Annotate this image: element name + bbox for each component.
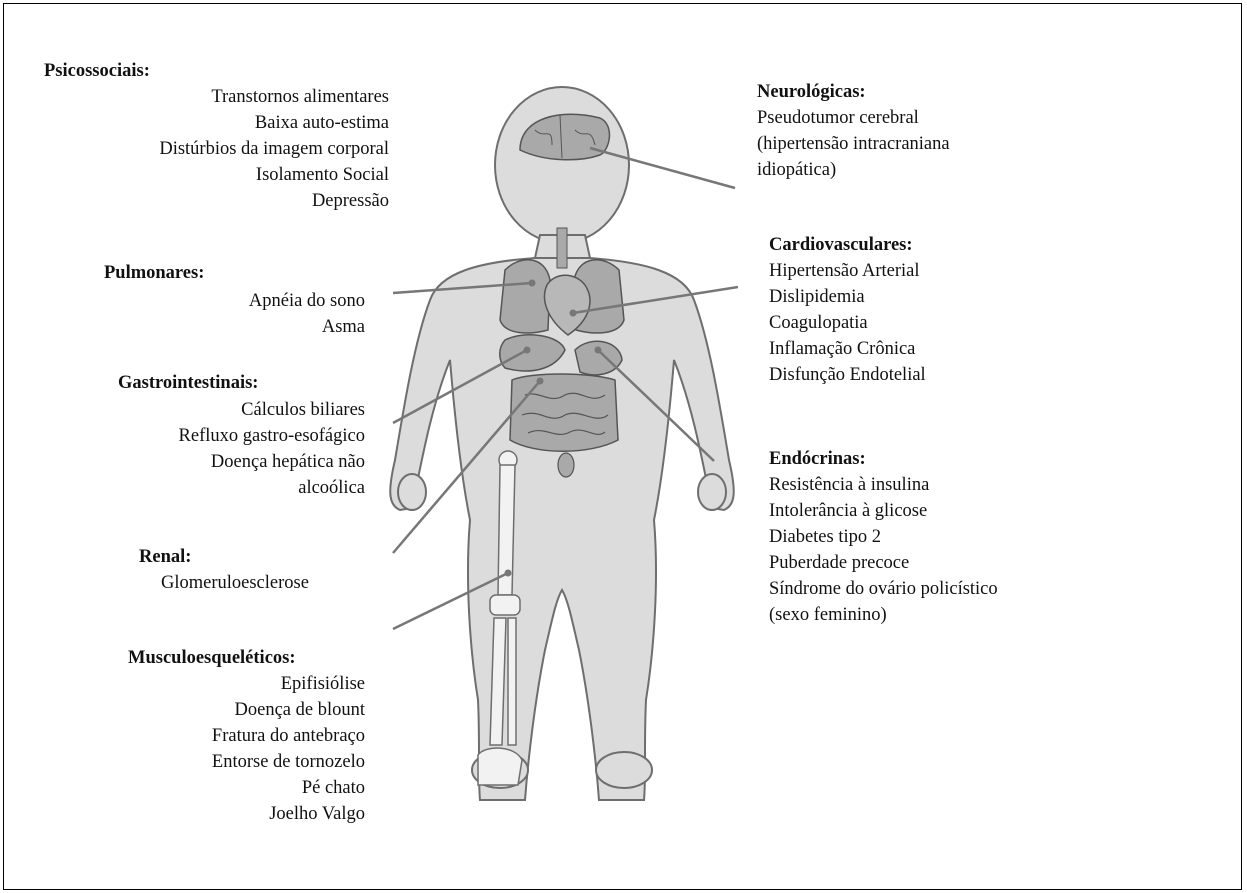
list-item: Asma [249,314,365,340]
list-item: Doença de blount [212,697,365,723]
group-endocrinas: Endócrinas: Resistência à insulina Intol… [769,446,998,628]
list-item: Síndrome do ovário policístico [769,576,998,602]
list-item: Diabetes tipo 2 [769,524,998,550]
list-item: Entorse de tornozelo [212,749,365,775]
list-item: Joelho Valgo [212,801,365,827]
group-neurologicas: Neurológicas: Pseudotumor cerebral (hipe… [757,79,950,183]
list-item: Depressão [159,188,389,214]
list-item: alcoólica [179,475,365,501]
list-item: idiopática) [757,157,950,183]
group-pulmonares: Pulmonares: [104,260,204,286]
list-item: Apnéia do sono [249,288,365,314]
group-title: Endócrinas: [769,446,998,472]
list-item: Fratura do antebraço [212,723,365,749]
list-item: Dislipidemia [769,284,926,310]
list-item: Puberdade precoce [769,550,998,576]
list-item: Cálculos biliares [179,397,365,423]
list-item: Glomeruloesclerose [161,570,309,596]
list-item: Intolerância à glicose [769,498,998,524]
list-item: Hipertensão Arterial [769,258,926,284]
list-item: Epifisiólise [212,671,365,697]
list-item: Pé chato [212,775,365,801]
group-musculoesqueleticos-items: Epifisiólise Doença de blount Fratura do… [212,671,365,827]
group-psicossociais: Psicossociais: [44,58,150,84]
group-title: Psicossociais: [44,58,150,84]
list-item: Refluxo gastro-esofágico [179,423,365,449]
group-title: Cardiovasculares: [769,232,926,258]
list-item: Doença hepática não [179,449,365,475]
list-item: Coagulopatia [769,310,926,336]
group-psicossociais-items: Transtornos alimentares Baixa auto-estim… [159,84,389,214]
list-item: Distúrbios da imagem corporal [159,136,389,162]
list-item: (sexo feminino) [769,602,998,628]
group-title: Musculoesqueléticos: [128,645,296,671]
list-item: Resistência à insulina [769,472,998,498]
list-item: Baixa auto-estima [159,110,389,136]
group-renal: Renal: Glomeruloesclerose [139,544,309,596]
group-title: Pulmonares: [104,260,204,286]
group-title: Neurológicas: [757,79,950,105]
group-title: Gastrointestinais: [118,370,258,396]
list-item: Pseudotumor cerebral [757,105,950,131]
list-item: (hipertensão intracraniana [757,131,950,157]
trachea-icon [557,228,567,268]
group-title: Renal: [139,544,309,570]
group-gastrointestinais-items: Cálculos biliares Refluxo gastro-esofági… [179,397,365,501]
group-cardiovasculares: Cardiovasculares: Hipertensão Arterial D… [769,232,926,388]
group-musculoesqueleticos: Musculoesqueléticos: [128,645,296,671]
group-pulmonares-items: Apnéia do sono Asma [249,288,365,340]
list-item: Disfunção Endotelial [769,362,926,388]
list-item: Isolamento Social [159,162,389,188]
list-item: Inflamação Crônica [769,336,926,362]
list-item: Transtornos alimentares [159,84,389,110]
group-gastrointestinais: Gastrointestinais: [118,370,258,396]
